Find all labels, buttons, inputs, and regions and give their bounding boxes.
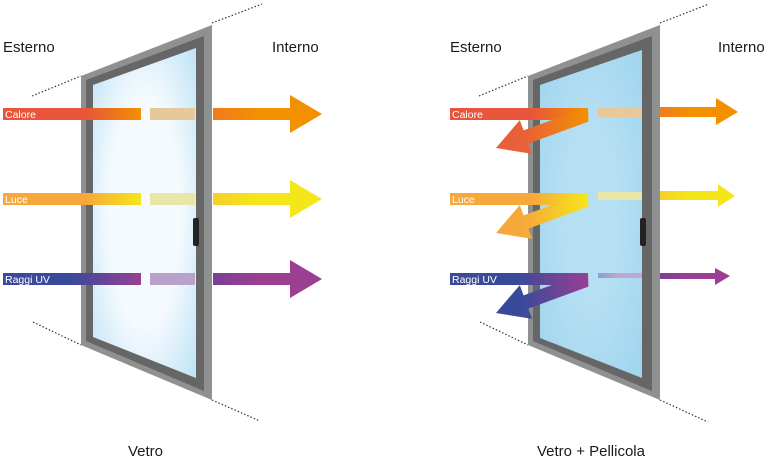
ray-heat: Calore [450, 98, 738, 154]
ray-light: Luce [3, 180, 322, 218]
window-handle [640, 218, 646, 246]
right-panel-glass-with-film: Esterno Interno Vetro + Pellicola Calore [450, 3, 765, 459]
ray-label: Calore [5, 109, 36, 121]
reflected-arrow [496, 193, 589, 239]
transmitted-arrow [213, 260, 322, 298]
transmitted-arrow [660, 268, 730, 285]
transmitted-arrow [660, 98, 738, 125]
filmed-glass-pane [540, 50, 642, 378]
ray-uv: Raggi UV [450, 268, 730, 319]
reflected-arrow [496, 273, 589, 319]
ray-label: Raggi UV [5, 274, 50, 286]
ray-heat: Calore [3, 95, 322, 133]
inside-label: Interno [272, 39, 319, 56]
outside-label: Esterno [450, 39, 502, 56]
transmitted-arrow [213, 180, 322, 218]
ray-uv: Raggi UV [3, 260, 322, 298]
window-handle [193, 218, 199, 246]
outside-label: Esterno [3, 39, 55, 56]
ray-label: Luce [5, 194, 28, 206]
panel-caption: Vetro [128, 443, 163, 459]
panel-caption: Vetro + Pellicola [537, 443, 646, 459]
inside-label: Interno [718, 39, 765, 56]
transmitted-arrow [660, 184, 735, 207]
transmitted-arrow [213, 95, 322, 133]
glass-pane [93, 48, 196, 378]
ray-label: Calore [452, 109, 483, 121]
ray-label: Raggi UV [452, 274, 497, 286]
left-panel-plain-glass: Esterno Interno Vetro Calore Luce [3, 3, 322, 459]
ray-light: Luce [450, 184, 735, 239]
reflected-arrow [496, 108, 589, 154]
ray-label: Luce [452, 194, 475, 206]
window-frame [81, 25, 212, 400]
